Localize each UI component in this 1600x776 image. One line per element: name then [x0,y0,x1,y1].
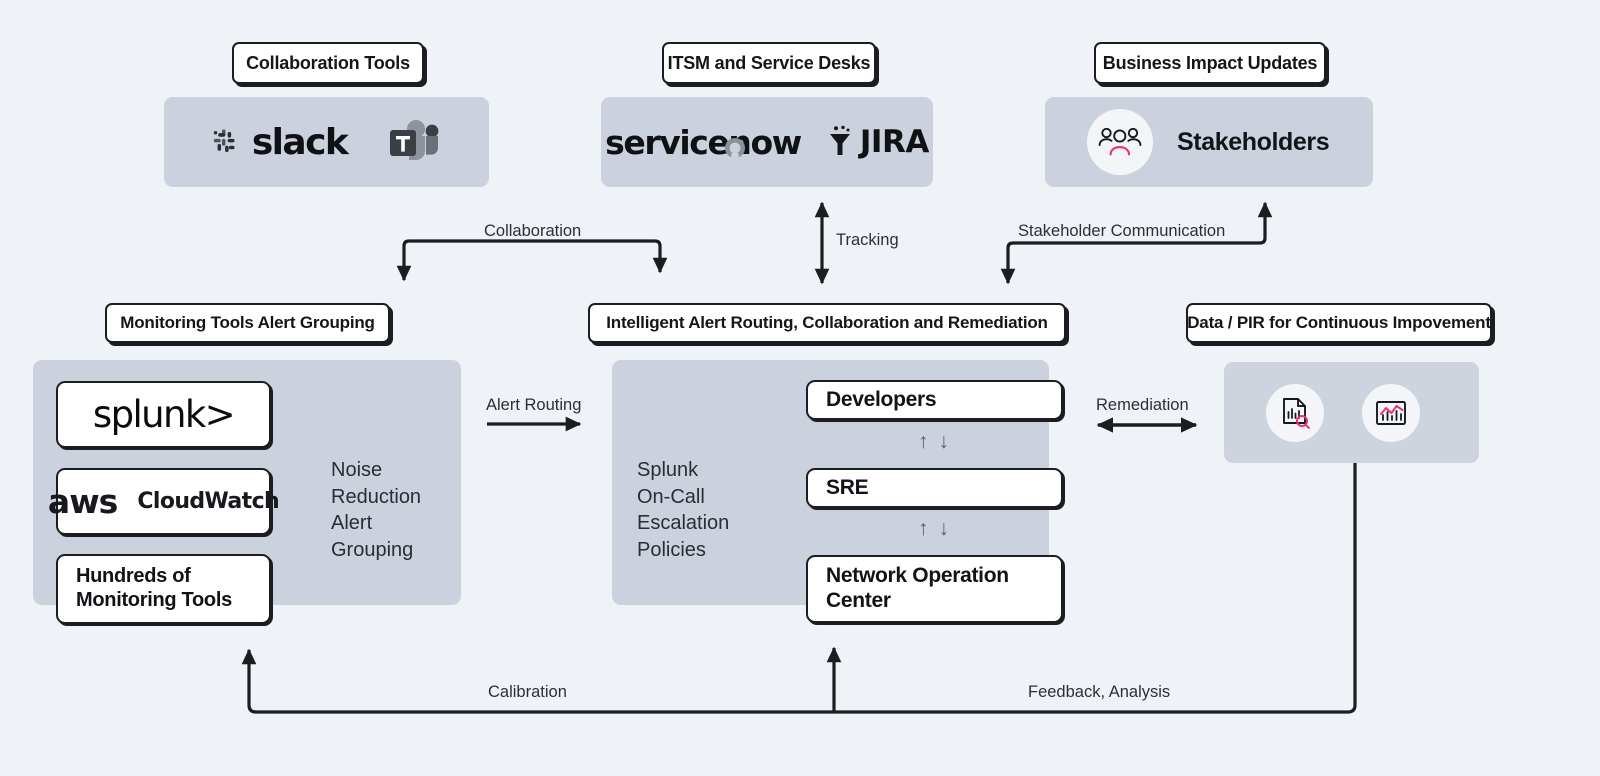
collaboration-connector-label: Collaboration [484,222,581,241]
splunk-card[interactable]: splunk> [56,381,271,448]
stakeholder-communication-connector-label: Stakeholder Communication [1018,222,1225,241]
intelligent-routing-label: Intelligent Alert Routing, Collaboration… [588,303,1066,343]
slack-icon [213,129,235,153]
tracking-connector-label: Tracking [836,231,899,250]
calibration-connector-text: Calibration [488,683,567,701]
calibration-connector-label: Calibration [488,683,567,702]
tracking-connector-text: Tracking [836,231,899,249]
jira-icon [829,125,850,155]
developers-sre-exchange-glyphs: ↑ ↓ [918,430,970,458]
sre-noc-exchange-glyphs: ↑ ↓ [918,517,970,545]
stakeholders-avatar [1087,109,1153,175]
network-operation-center-text: Network Operation Center [826,564,1009,612]
report-search-icon [1283,397,1310,429]
alert-routing-connector-text: Alert Routing [486,396,582,414]
collaboration-arrow [396,239,668,282]
stakeholder-communication-connector-text: Stakeholder Communication [1018,222,1226,240]
itsm-service-desks-label: ITSM and Service Desks [662,42,876,84]
remediation-connector-text: Remediation [1096,396,1189,414]
stakeholder-communication-arrow [1000,201,1273,285]
business-impact-updates-label-text: Business Impact Updates [1102,52,1318,73]
collaboration-tools-panel: slack [164,97,489,187]
microsoft-teams-icon [390,120,439,160]
feedback-analysis-connector-text: Feedback, Analysis [1028,683,1171,701]
collaboration-tools-label: Collaboration Tools [232,42,424,84]
arrow-down-glyph-1: ↓ [938,430,950,453]
data-pir-panel [1224,362,1479,463]
arrow-up-glyph-1: ↑ [918,430,929,453]
alert-routing-connector-label: Alert Routing [486,396,581,415]
report-search-avatar[interactable] [1266,383,1324,442]
calibration-feedback-path [241,463,1357,714]
stakeholders-label: Stakeholders [1177,127,1330,156]
itsm-service-desks-label-text: ITSM and Service Desks [667,52,871,73]
analytics-chart-avatar[interactable] [1362,383,1420,442]
noise-reduction-text: Noise Reduction Alert Grouping [331,431,451,563]
aws-wordmark: aws [47,482,118,521]
cloudwatch-wordmark: CloudWatch [137,489,280,514]
people-group-icon [1098,127,1142,156]
noise-reduction-value: Noise Reduction Alert Grouping [331,459,422,561]
servicenow-o-glyph-icon [725,137,746,158]
data-pir-label-text: Data / PIR for Continuous Impovement [1187,313,1491,332]
collaboration-tools-label-text: Collaboration Tools [246,52,410,73]
servicenow-wordmark: servicenow [605,122,802,162]
jira-wordmark: JIRA [859,124,929,160]
servicenow-logo: servicenow [605,122,802,162]
developers-card[interactable]: Developers [806,380,1063,420]
itsm-service-desks-panel: servicenow JIRA [601,97,933,187]
remediation-connector-label: Remediation [1096,396,1189,415]
monitoring-tools-label: Monitoring Tools Alert Grouping [105,303,390,343]
sre-card[interactable]: SRE [806,468,1063,508]
jira-logo: JIRA [827,124,929,160]
slack-wordmark: slack [251,121,349,163]
splunk-oncall-escalation-text: Splunk On-Call Escalation Policies [637,431,747,563]
analytics-chart-icon [1376,400,1406,425]
feedback-analysis-connector-label: Feedback, Analysis [1028,683,1170,702]
slack-logo: slack [210,121,349,163]
arrow-down-glyph-2: ↓ [938,517,950,540]
aws-cloudwatch-card[interactable]: aws CloudWatch [48,468,280,535]
business-impact-panel: Stakeholders [1045,97,1373,187]
network-operation-center-card[interactable]: Network Operation Center [806,555,1063,623]
data-pir-label: Data / PIR for Continuous Impovement [1186,303,1492,343]
splunk-wordmark: splunk> [92,393,236,436]
sre-text: SRE [826,475,869,499]
developers-text: Developers [826,387,937,411]
hundreds-of-monitoring-tools-card[interactable]: Hundreds of Monitoring Tools [56,554,271,624]
splunk-oncall-escalation-value: Splunk On-Call Escalation Policies [637,459,730,561]
collaboration-connector-text: Collaboration [484,222,582,240]
intelligent-routing-label-text: Intelligent Alert Routing, Collaboration… [606,313,1048,332]
hundreds-of-monitoring-tools-text: Hundreds of Monitoring Tools [76,565,232,611]
arrow-up-glyph-2: ↑ [918,517,929,540]
business-impact-updates-label: Business Impact Updates [1094,42,1326,84]
monitoring-tools-label-text: Monitoring Tools Alert Grouping [120,313,375,332]
